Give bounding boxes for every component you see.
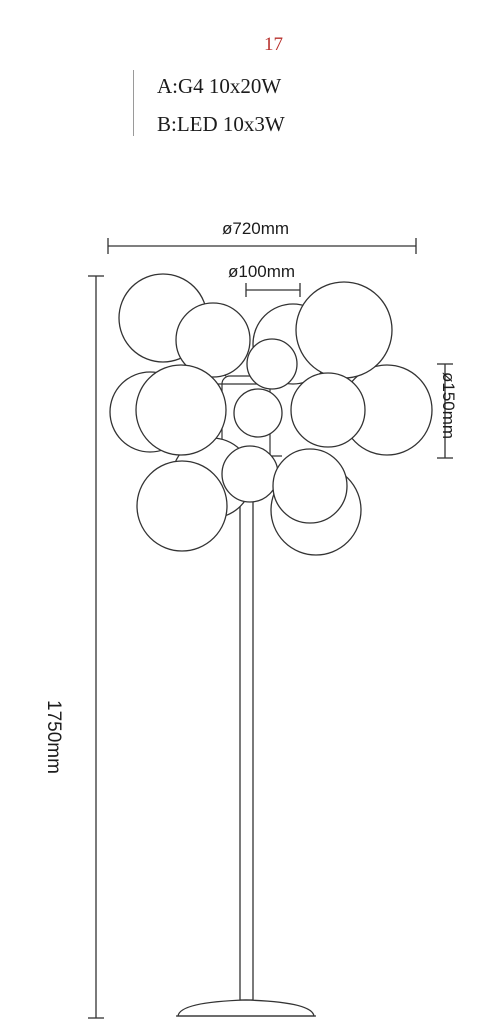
large-sphere-dimension-line <box>437 363 453 459</box>
overall-diameter-label: ø720mm <box>222 219 290 238</box>
large-sphere-diameter-label: ø150mm <box>439 372 458 440</box>
small-sphere-dimension-line <box>245 283 301 297</box>
glass-sphere <box>136 460 228 552</box>
small-sphere-diameter-label: ø100mm <box>228 262 296 281</box>
glass-sphere <box>246 338 298 390</box>
spec-a-label: A:G4 10x20W <box>157 74 282 98</box>
glass-sphere <box>295 281 393 379</box>
glass-sphere <box>233 388 283 438</box>
lamp-stem <box>239 489 254 1001</box>
model-number: 17 <box>264 34 283 55</box>
glass-sphere <box>290 372 366 448</box>
spec-divider <box>133 70 134 136</box>
lamp-base <box>177 999 315 1017</box>
overall-diameter-dimension-line <box>107 238 417 254</box>
spec-b-label: B:LED 10x3W <box>157 112 285 136</box>
glass-sphere <box>135 364 227 456</box>
glass-sphere <box>221 445 279 503</box>
height-label: 1750mm <box>43 700 64 774</box>
glass-sphere <box>272 448 348 524</box>
glass-sphere <box>175 302 251 378</box>
height-dimension-line <box>88 275 104 1019</box>
